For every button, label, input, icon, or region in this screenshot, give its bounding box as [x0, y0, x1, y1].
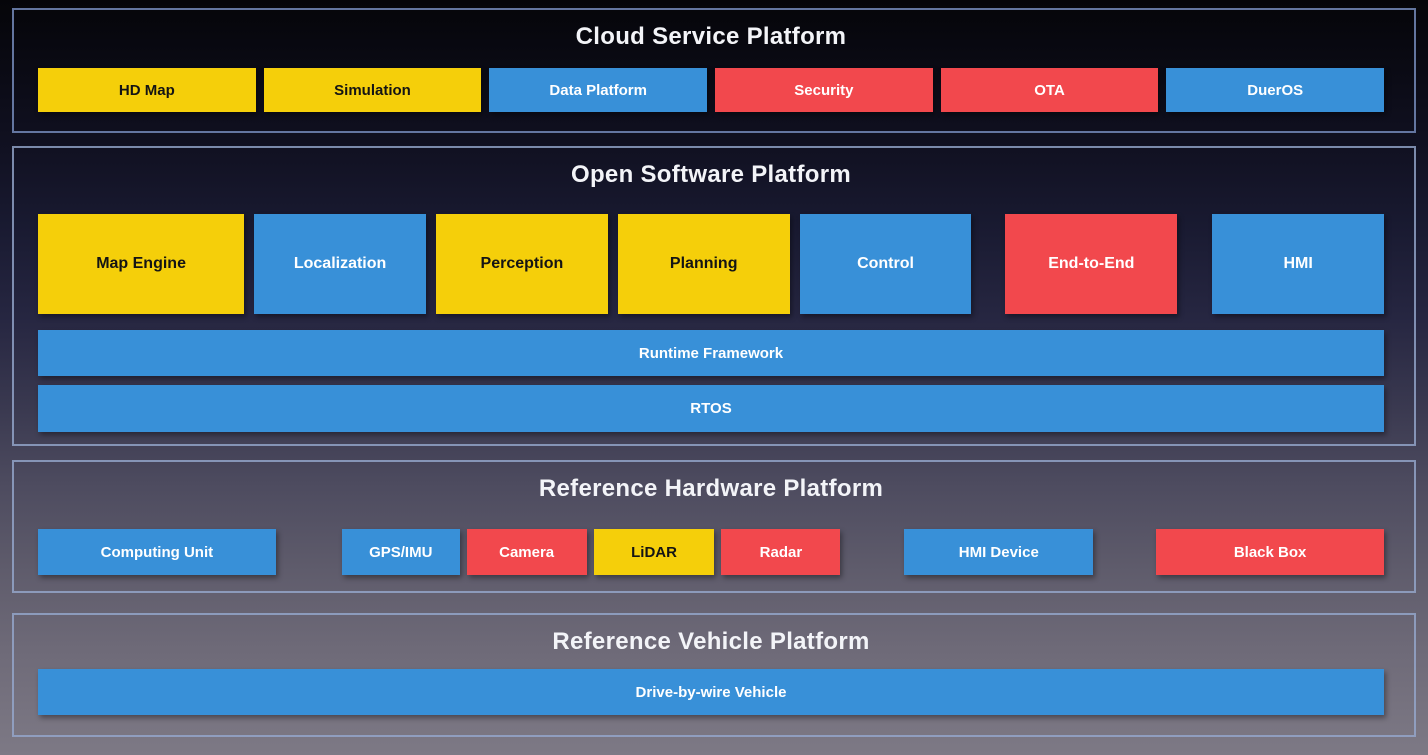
- bar-drive-by-wire-vehicle: Drive-by-wire Vehicle: [38, 669, 1384, 715]
- box-end-to-end: End-to-End: [1005, 214, 1178, 314]
- bar-runtime-framework: Runtime Framework: [38, 330, 1384, 376]
- section-reference-vehicle-platform: Reference Vehicle Platform Drive-by-wire…: [12, 613, 1416, 737]
- box-hd-map: HD Map: [38, 68, 256, 112]
- reference-vehicle-platform-title: Reference Vehicle Platform: [552, 628, 870, 655]
- box-perception: Perception: [435, 214, 608, 314]
- cloud-service-platform-title: Cloud Service Platform: [575, 23, 847, 50]
- box-hmi-device: HMI Device: [904, 529, 1094, 575]
- box-control: Control: [799, 214, 972, 314]
- reference-hardware-platform-title: Reference Hardware Platform: [538, 475, 884, 502]
- box-camera: Camera: [466, 529, 587, 575]
- box-map-engine: Map Engine: [38, 214, 245, 314]
- box-simulation: Simulation: [263, 68, 482, 112]
- bar-rtos: RTOS: [38, 385, 1384, 432]
- box-black-box: Black Box: [1156, 529, 1384, 575]
- box-radar: Radar: [721, 529, 841, 575]
- box-computing-unit: Computing Unit: [38, 529, 276, 575]
- box-localization: Localization: [254, 214, 426, 314]
- box-hmi: HMI: [1212, 214, 1385, 314]
- section-reference-hardware-platform: Reference Hardware Platform Computing Un…: [12, 460, 1416, 593]
- box-lidar: LiDAR: [593, 529, 715, 575]
- box-dueros: DuerOS: [1166, 68, 1385, 112]
- box-gps-imu: GPS/IMU: [341, 529, 460, 575]
- box-planning: Planning: [617, 214, 790, 314]
- box-data-platform: Data Platform: [489, 68, 708, 112]
- open-software-platform-title: Open Software Platform: [571, 161, 851, 188]
- vehicle-layer-bars: Drive-by-wire Vehicle: [38, 669, 1384, 715]
- box-security: Security: [715, 68, 933, 112]
- box-ota: OTA: [940, 68, 1159, 112]
